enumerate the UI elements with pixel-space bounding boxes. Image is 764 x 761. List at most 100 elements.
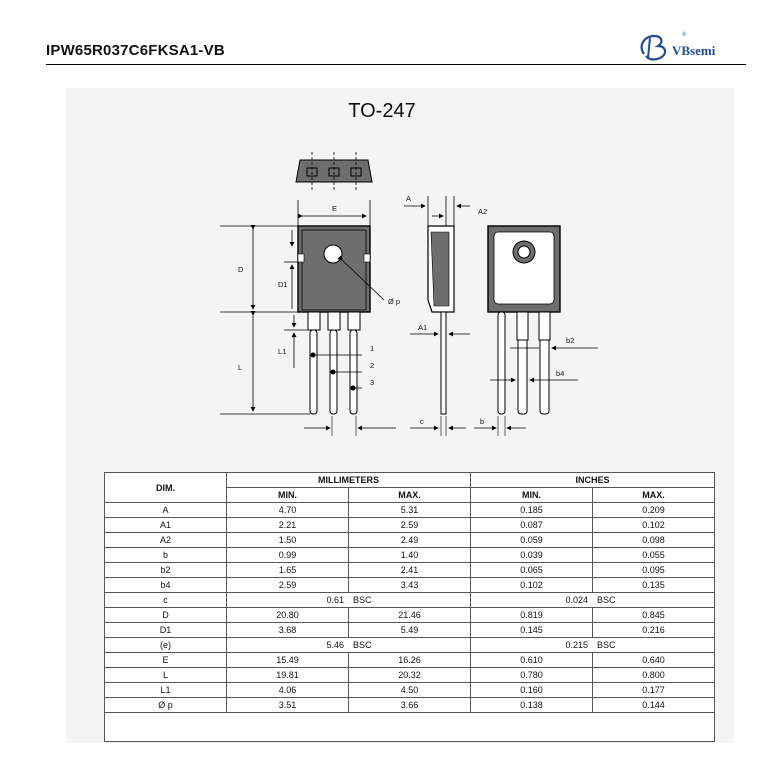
table-cell: 4.50 bbox=[348, 682, 471, 698]
table-cell: 21.46 bbox=[348, 607, 471, 623]
table-cell: BSC bbox=[348, 592, 471, 608]
table-cell: 0.99 bbox=[226, 547, 349, 563]
table-cell: L bbox=[104, 667, 227, 683]
table-cell: 5.31 bbox=[348, 502, 471, 518]
table-cell: D1 bbox=[104, 622, 227, 638]
table-cell: 0.024 bbox=[470, 592, 593, 608]
table-cell: 0.098 bbox=[591, 532, 716, 548]
brand-name: VBsemi bbox=[672, 43, 716, 58]
table-cell: 3.51 bbox=[226, 697, 349, 713]
table-cell: 15.49 bbox=[226, 652, 349, 668]
table-cell: 19.81 bbox=[226, 667, 349, 683]
back-view: b2 b4 b bbox=[474, 225, 598, 436]
dim-l-label: L bbox=[238, 363, 242, 372]
table-cell: 2.59 bbox=[348, 517, 471, 533]
table-cell: 0.102 bbox=[591, 517, 716, 533]
table-cell: 5.46 bbox=[226, 637, 349, 653]
table-cell: 0.845 bbox=[591, 607, 716, 623]
pin-2-label: 2 bbox=[370, 361, 374, 370]
table-cell: b2 bbox=[104, 562, 227, 578]
table-cell: 0.055 bbox=[591, 547, 716, 563]
table-cell bbox=[104, 712, 227, 742]
dim-a2-label: A2 bbox=[478, 207, 487, 216]
table-cell: 0.819 bbox=[470, 607, 593, 623]
table-cell: 0.780 bbox=[470, 667, 593, 683]
table-cell: A bbox=[104, 502, 227, 518]
table-cell: 2.59 bbox=[226, 577, 349, 593]
table-cell: (e) bbox=[104, 637, 227, 653]
dim-column-header: DIM. bbox=[104, 472, 227, 503]
table-cell: 4.06 bbox=[226, 682, 349, 698]
table-cell: BSC bbox=[348, 637, 471, 653]
table-cell: L1 bbox=[104, 682, 227, 698]
in-min-header: MIN. bbox=[470, 487, 593, 503]
table-cell: 2.49 bbox=[348, 532, 471, 548]
table-cell: 0.059 bbox=[470, 532, 593, 548]
table-cell: b4 bbox=[104, 577, 227, 593]
table-cell: 20.32 bbox=[348, 667, 471, 683]
table-cell: 0.087 bbox=[470, 517, 593, 533]
table-cell: 0.640 bbox=[591, 652, 716, 668]
mm-min-header: MIN. bbox=[226, 487, 349, 503]
mm-max-header: MAX. bbox=[348, 487, 471, 503]
package-title: TO-247 bbox=[348, 100, 416, 122]
dim-d-label: D bbox=[238, 265, 244, 274]
millimeters-header: MILLIMETERS bbox=[226, 472, 471, 488]
table-cell bbox=[470, 712, 593, 742]
top-view bbox=[295, 152, 373, 190]
table-cell: 3.68 bbox=[226, 622, 349, 638]
table-cell: 0.610 bbox=[470, 652, 593, 668]
dim-d1-label: D1 bbox=[278, 280, 288, 289]
table-cell: 5.49 bbox=[348, 622, 471, 638]
dim-a1-label: A1 bbox=[418, 323, 427, 332]
vbsemi-logo: ® VBsemi bbox=[640, 31, 716, 61]
dim-b2-label: b2 bbox=[566, 336, 574, 345]
dim-b-label: b bbox=[480, 417, 484, 426]
table-cell: A2 bbox=[104, 532, 227, 548]
table-cell: 0.102 bbox=[470, 577, 593, 593]
table-cell: A1 bbox=[104, 517, 227, 533]
table-cell: 16.26 bbox=[348, 652, 471, 668]
table-cell: 1.40 bbox=[348, 547, 471, 563]
dim-e-label: E bbox=[332, 204, 337, 213]
inches-header: INCHES bbox=[469, 472, 716, 488]
package-drawing: 1 2 3 E D D1 Ø p L L1 bbox=[220, 152, 598, 436]
table-cell: 0.138 bbox=[470, 697, 593, 713]
table-cell: 3.43 bbox=[348, 577, 471, 593]
table-cell: 0.065 bbox=[470, 562, 593, 578]
table-cell bbox=[592, 712, 716, 742]
table-cell: 0.145 bbox=[470, 622, 593, 638]
part-number: IPW65R037C6FKSA1-VB bbox=[46, 42, 225, 59]
table-cell: 0.215 bbox=[470, 637, 593, 653]
table-cell: 0.177 bbox=[591, 682, 716, 698]
table-cell: b bbox=[104, 547, 227, 563]
table-cell: BSC bbox=[592, 592, 716, 608]
table-cell: D bbox=[104, 607, 227, 623]
dim-l1-label: L1 bbox=[278, 347, 286, 356]
table-cell: 0.144 bbox=[591, 697, 716, 713]
page-header: IPW65R037C6FKSA1-VB ® VBsemi bbox=[46, 31, 746, 64]
table-cell: Ø p bbox=[104, 697, 227, 713]
table-cell: 0.095 bbox=[591, 562, 716, 578]
pin-1-label: 1 bbox=[370, 344, 374, 353]
dim-phi-p-label: Ø p bbox=[388, 297, 400, 306]
table-cell bbox=[348, 712, 471, 742]
table-cell bbox=[226, 712, 349, 742]
dimension-table: DIM. MILLIMETERS INCHES MIN. MAX. MIN. M… bbox=[104, 472, 716, 742]
table-cell: 0.800 bbox=[591, 667, 716, 683]
table-cell: 0.61 bbox=[226, 592, 349, 608]
table-cell: c bbox=[104, 592, 227, 608]
table-cell: BSC bbox=[592, 637, 716, 653]
table-cell: 2.21 bbox=[226, 517, 349, 533]
front-view: 1 2 3 E D D1 Ø p L L1 bbox=[220, 200, 400, 436]
table-blank-row bbox=[104, 712, 716, 742]
pin-3-label: 3 bbox=[370, 378, 374, 387]
svg-text:®: ® bbox=[682, 31, 687, 38]
